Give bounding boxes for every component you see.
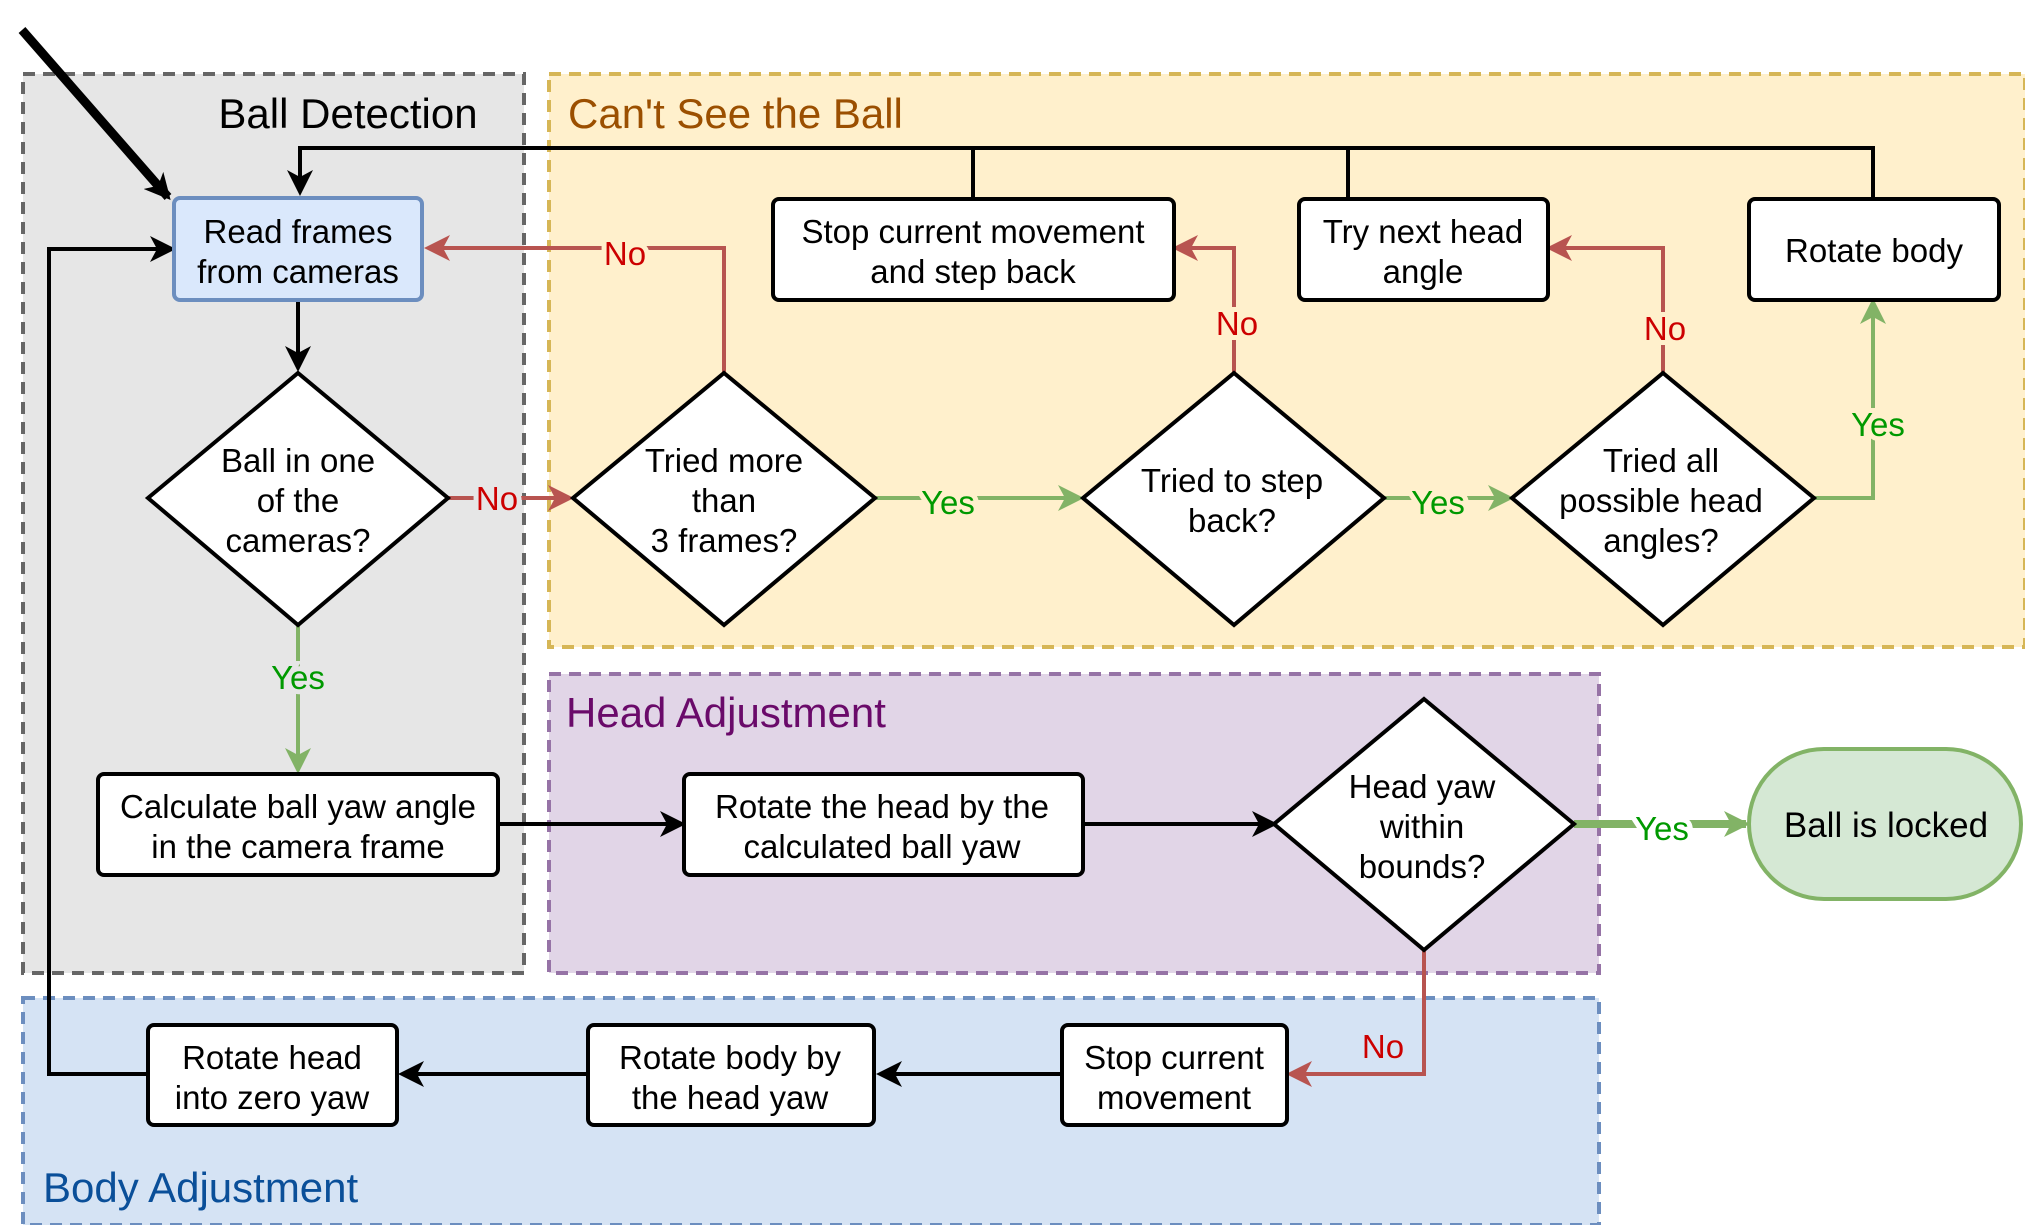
node-stop-movement: Stop current movement [1060,1023,1289,1127]
tried-all-angles-line-2: possible head [1559,482,1763,519]
tried-step-back-diamond [1079,370,1388,628]
node-ball-in-camera: Ball in one of the cameras? [144,370,452,628]
rotate-head-zero-line-2: into zero yaw [175,1079,370,1116]
node-head-yaw-bounds: Head yaw within bounds? [1270,696,1578,953]
tried-step-back-line-2: back? [1188,502,1276,539]
rotate-head-zero-line-1: Rotate head [182,1039,362,1076]
node-rotate-body-search: Rotate body [1747,197,2001,302]
label-step-back-yes: Yes [1411,484,1465,521]
try-next-angle-box [1297,197,1550,302]
rotate-head-yaw-line-1: Rotate the head by the [715,788,1049,825]
entry-arrow [18,27,172,201]
edge-bounds-no [1286,950,1426,1087]
rotate-head-yaw-line-2: calculated ball yaw [744,828,1021,865]
stop-movement-box [1060,1023,1289,1127]
read-frames-line-1: Read frames [204,213,393,250]
tried-frames-line-2: than [692,482,756,519]
node-read-frames: Read frames from cameras [172,196,424,302]
tried-step-back-line-1: Tried to step [1141,462,1323,499]
label-tried-frames-no: No [604,235,646,272]
node-rotate-head-yaw: Rotate the head by the calculated ball y… [682,772,1085,877]
region-head-adjustment-title: Head Adjustment [566,689,886,736]
label-ball-no: No [476,480,518,517]
label-tried-frames-yes: Yes [921,484,975,521]
node-tried-step-back: Tried to step back? [1079,370,1388,628]
stop-movement-line-1: Stop current [1084,1039,1264,1076]
head-yaw-bounds-diamond [1270,696,1578,953]
head-yaw-bounds-line-1: Head yaw [1349,768,1496,805]
ball-in-camera-diamond [144,370,452,628]
rotate-body-head-yaw-box [586,1023,876,1127]
calc-yaw-box [96,772,500,877]
stop-step-back-line-1: Stop current movement [802,213,1145,250]
rotate-body-search-box [1747,197,2001,302]
label-bounds-no: No [1362,1028,1404,1065]
tried-all-angles-line-3: angles? [1603,522,1719,559]
label-all-angles-yes: Yes [1851,406,1905,443]
stop-step-back-box [771,197,1176,302]
rotate-body-head-yaw-line-1: Rotate body by [619,1039,841,1076]
edge-retry-loop [287,146,1875,199]
tried-frames-diamond [569,370,879,628]
edge-all-angles-no [1546,235,1665,373]
ball-locked-line-1: Ball is locked [1784,806,1988,845]
label-step-back-no: No [1216,305,1258,342]
try-next-angle-line-1: Try next head [1323,213,1524,250]
node-try-next-angle: Try next head angle [1297,197,1550,302]
ball-in-camera-line-2: of the [257,482,340,519]
edge-all-angles-yes [1814,298,1886,500]
tried-frames-line-1: Tried more [645,442,803,479]
node-calc-yaw: Calculate ball yaw angle in the camera f… [96,772,500,877]
rotate-head-zero-box [146,1023,399,1127]
edge-labels: No Yes No Yes No Yes No Yes Yes No [266,230,1910,1070]
edge-tried-frames-no [424,235,726,373]
tried-frames-line-3: 3 frames? [651,522,798,559]
head-yaw-bounds-line-3: bounds? [1359,848,1486,885]
region-body-adjustment-title: Body Adjustment [43,1164,359,1211]
node-rotate-head-zero: Rotate head into zero yaw [146,1023,399,1127]
stop-movement-line-2: movement [1097,1079,1251,1116]
head-yaw-bounds-line-2: within [1379,808,1464,845]
ball-in-camera-line-1: Ball in one [221,442,375,479]
region-ball-detection-title: Ball Detection [218,90,477,137]
ball-locked-pill [1747,747,2023,901]
node-tried-all-angles: Tried all possible head angles? [1508,370,1818,628]
node-rotate-body-head-yaw: Rotate body by the head yaw [586,1023,876,1127]
tried-all-angles-diamond [1508,370,1818,628]
node-stop-step-back: Stop current movement and step back [771,197,1176,302]
calc-yaw-line-2: in the camera frame [151,828,444,865]
ball-in-camera-line-3: cameras? [226,522,371,559]
label-ball-yes: Yes [271,659,325,696]
label-bounds-yes: Yes [1635,810,1689,847]
read-frames-line-2: from cameras [197,253,399,290]
stop-step-back-line-2: and step back [870,253,1076,290]
node-ball-locked: Ball is locked [1747,747,2023,901]
rotate-body-head-yaw-line-2: the head yaw [632,1079,828,1116]
edge-step-back-no [1172,235,1236,373]
try-next-angle-line-2: angle [1383,253,1464,290]
edge-head-zero-to-read [47,236,176,1076]
calc-yaw-line-1: Calculate ball yaw angle [120,788,476,825]
rotate-body-search-line-1: Rotate body [1785,232,1963,269]
tried-all-angles-line-1: Tried all [1603,442,1719,479]
rotate-head-yaw-box [682,772,1085,877]
label-all-angles-no: No [1644,310,1686,347]
read-frames-box [172,196,424,302]
region-cant-see-ball-title: Can't See the Ball [568,90,903,137]
node-tried-frames: Tried more than 3 frames? [569,370,879,628]
